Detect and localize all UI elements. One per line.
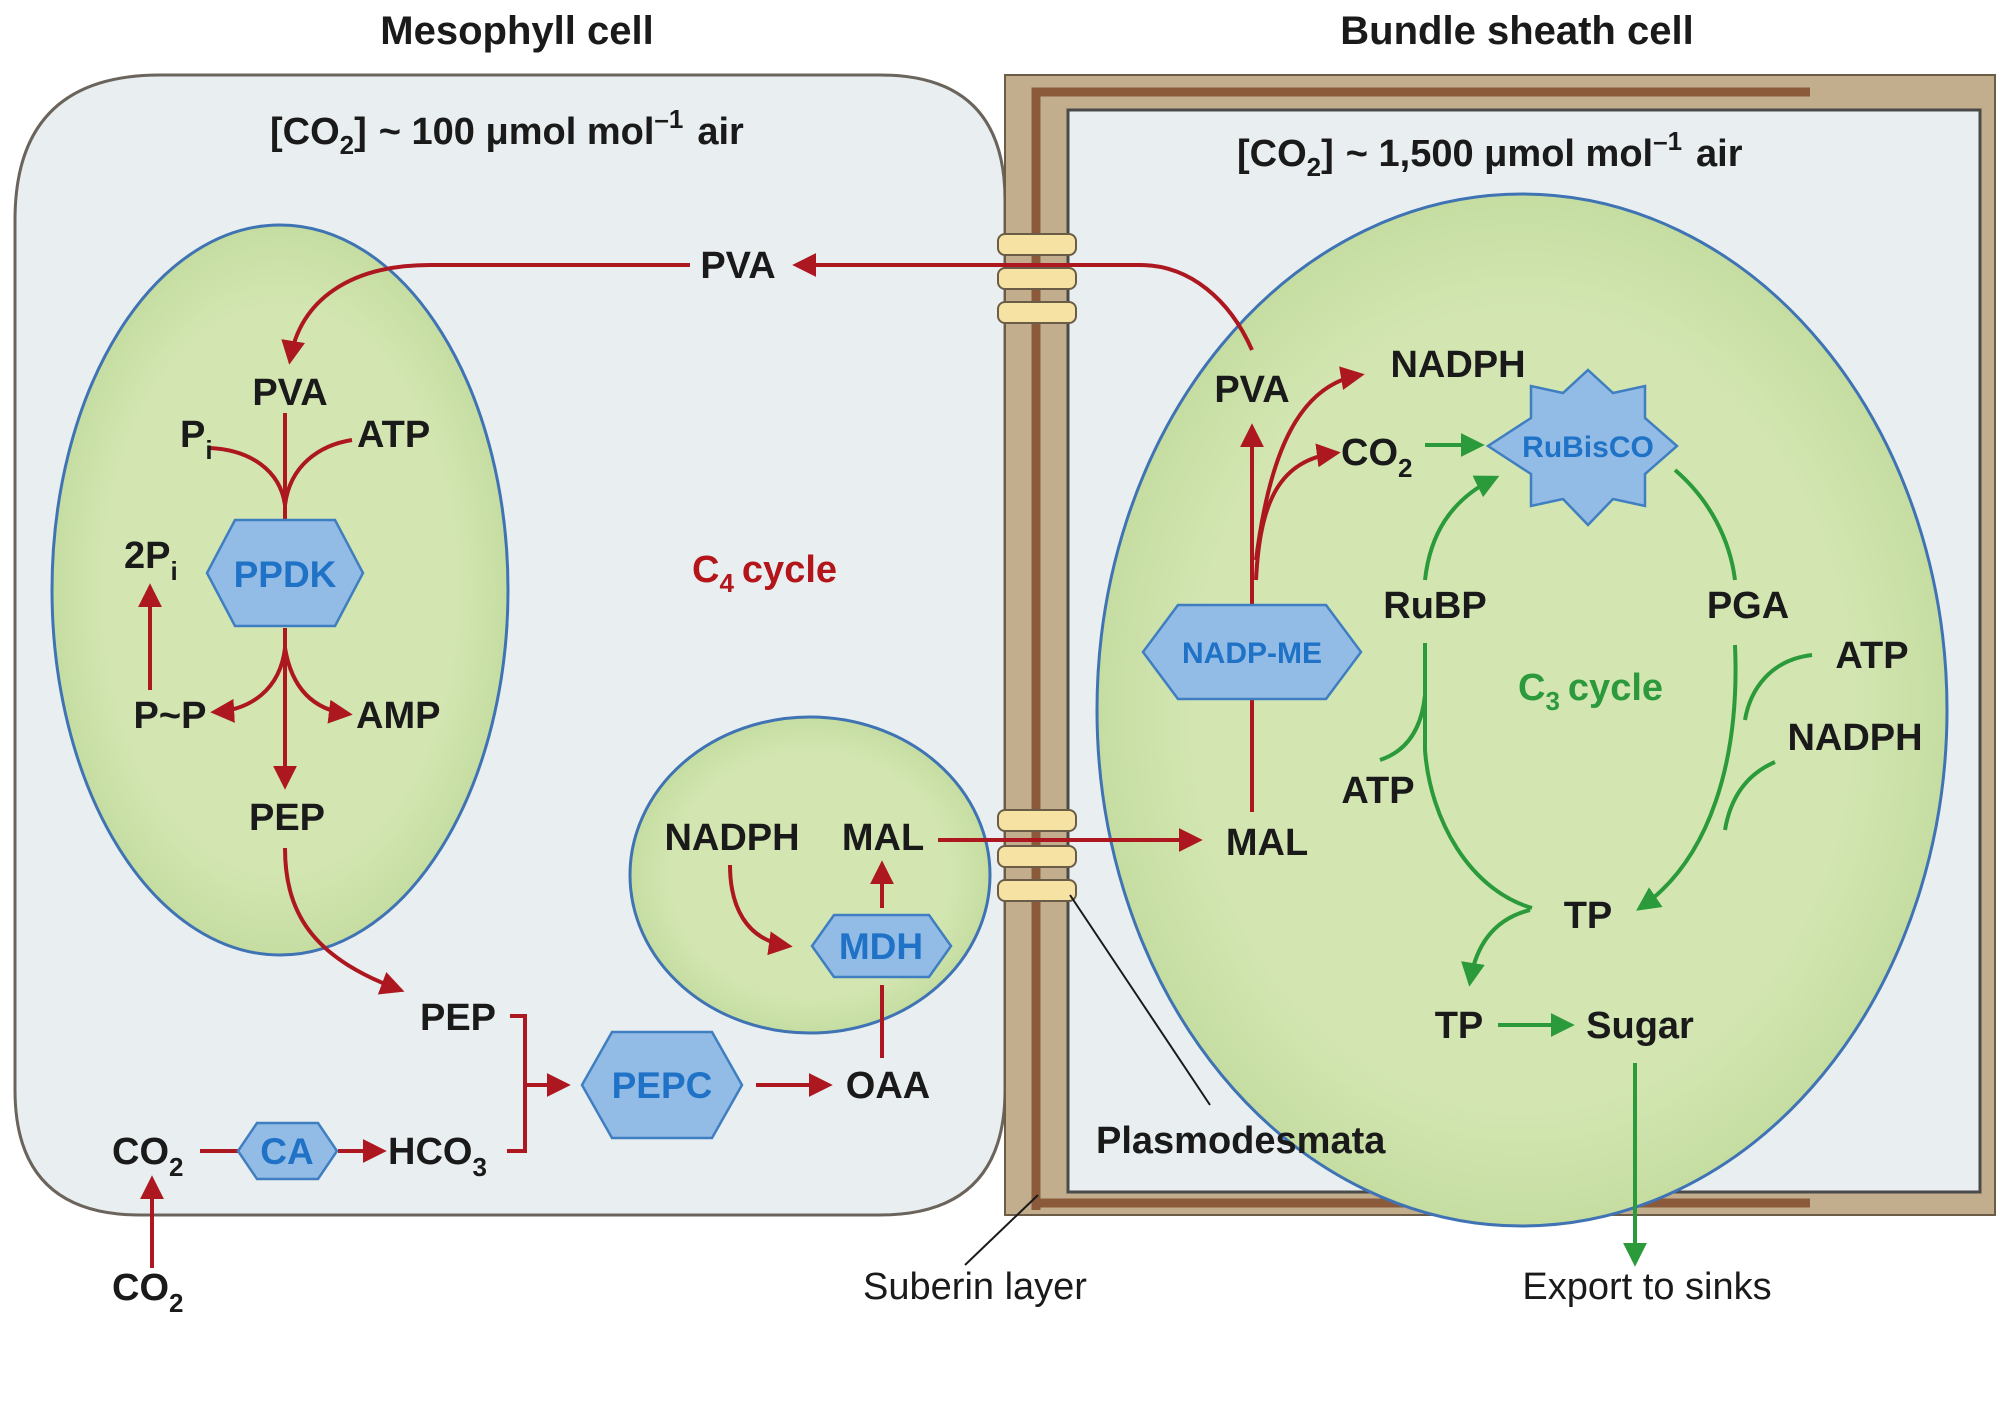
- atp-bundle-left-label: ATP: [1341, 770, 1414, 812]
- svg-text:CA: CA: [260, 1131, 313, 1172]
- pva-chloroplast-label: PVA: [252, 372, 327, 414]
- svg-text:NADP-ME: NADP-ME: [1182, 637, 1322, 670]
- plasmodesmata-label: Plasmodesmata: [1096, 1120, 1386, 1162]
- ppi-label: P~P: [134, 695, 207, 737]
- ca-enzyme: CA: [236, 1121, 339, 1181]
- pi-label: Pi: [180, 414, 213, 465]
- rubisco-enzyme: RuBisCO: [1485, 368, 1679, 527]
- pepc-enzyme: PEPC: [580, 1030, 744, 1140]
- bundle-sheath-chloroplast: [1095, 192, 1949, 1228]
- mal-mesophyll-label: MAL: [842, 817, 924, 859]
- nadp-me-enzyme: NADP-ME: [1141, 603, 1363, 701]
- pep-cytosol-label: PEP: [420, 997, 496, 1039]
- pep-chloroplast-label: PEP: [249, 797, 325, 839]
- nadph-bundle-right-label: NADPH: [1787, 717, 1922, 759]
- plasmodesmata-top: [997, 233, 1077, 324]
- pva-cytosol-label: PVA: [700, 245, 775, 287]
- two-pi-label: 2Pi: [124, 535, 178, 586]
- svg-text:PPDK: PPDK: [234, 554, 337, 595]
- nadph-bundle-top-label: NADPH: [1390, 344, 1525, 386]
- tp-chloroplast-label: TP: [1564, 895, 1613, 937]
- ppdk-enzyme: PPDK: [205, 518, 365, 628]
- suberin-layer-label: Suberin layer: [863, 1266, 1087, 1308]
- suberin-pointer: [964, 1194, 1039, 1266]
- plasmodesmata-bottom: [997, 809, 1077, 902]
- sugar-label: Sugar: [1586, 1005, 1694, 1047]
- amp-label: AMP: [356, 695, 440, 737]
- mal-bundle-label: MAL: [1226, 822, 1308, 864]
- oaa-label: OAA: [846, 1065, 930, 1107]
- mdh-enzyme: MDH: [810, 913, 953, 979]
- hco3-label: HCO3: [388, 1131, 487, 1182]
- svg-text:MDH: MDH: [839, 926, 923, 967]
- atp-mesophyll-label: ATP: [357, 414, 430, 456]
- plasmodesmata-pointer: [1069, 894, 1211, 1106]
- mesophyll-chloroplast-small: [628, 715, 992, 1035]
- co2-bundle-label: CO2: [1341, 432, 1412, 483]
- pga-label: PGA: [1707, 585, 1789, 627]
- export-to-sinks-label: Export to sinks: [1522, 1266, 1771, 1308]
- c4-arrows: [138, 253, 1365, 1268]
- atp-bundle-right-label: ATP: [1835, 635, 1908, 677]
- co2-atmosphere-label: CO2: [112, 1267, 183, 1318]
- rubp-label: RuBP: [1383, 585, 1486, 627]
- svg-text:RuBisCO: RuBisCO: [1522, 431, 1654, 464]
- mesophyll-cell-title: Mesophyll cell: [380, 9, 653, 53]
- c3-arrows: [1379, 433, 1813, 1267]
- bundle-sheath-cell-title: Bundle sheath cell: [1340, 9, 1693, 53]
- pva-bundle-label: PVA: [1214, 369, 1289, 411]
- tp-cytosol-label: TP: [1435, 1005, 1484, 1047]
- svg-text:PEPC: PEPC: [612, 1065, 713, 1106]
- co2-mesophyll-label: CO2: [112, 1131, 183, 1182]
- nadph-mesophyll-label: NADPH: [664, 817, 799, 859]
